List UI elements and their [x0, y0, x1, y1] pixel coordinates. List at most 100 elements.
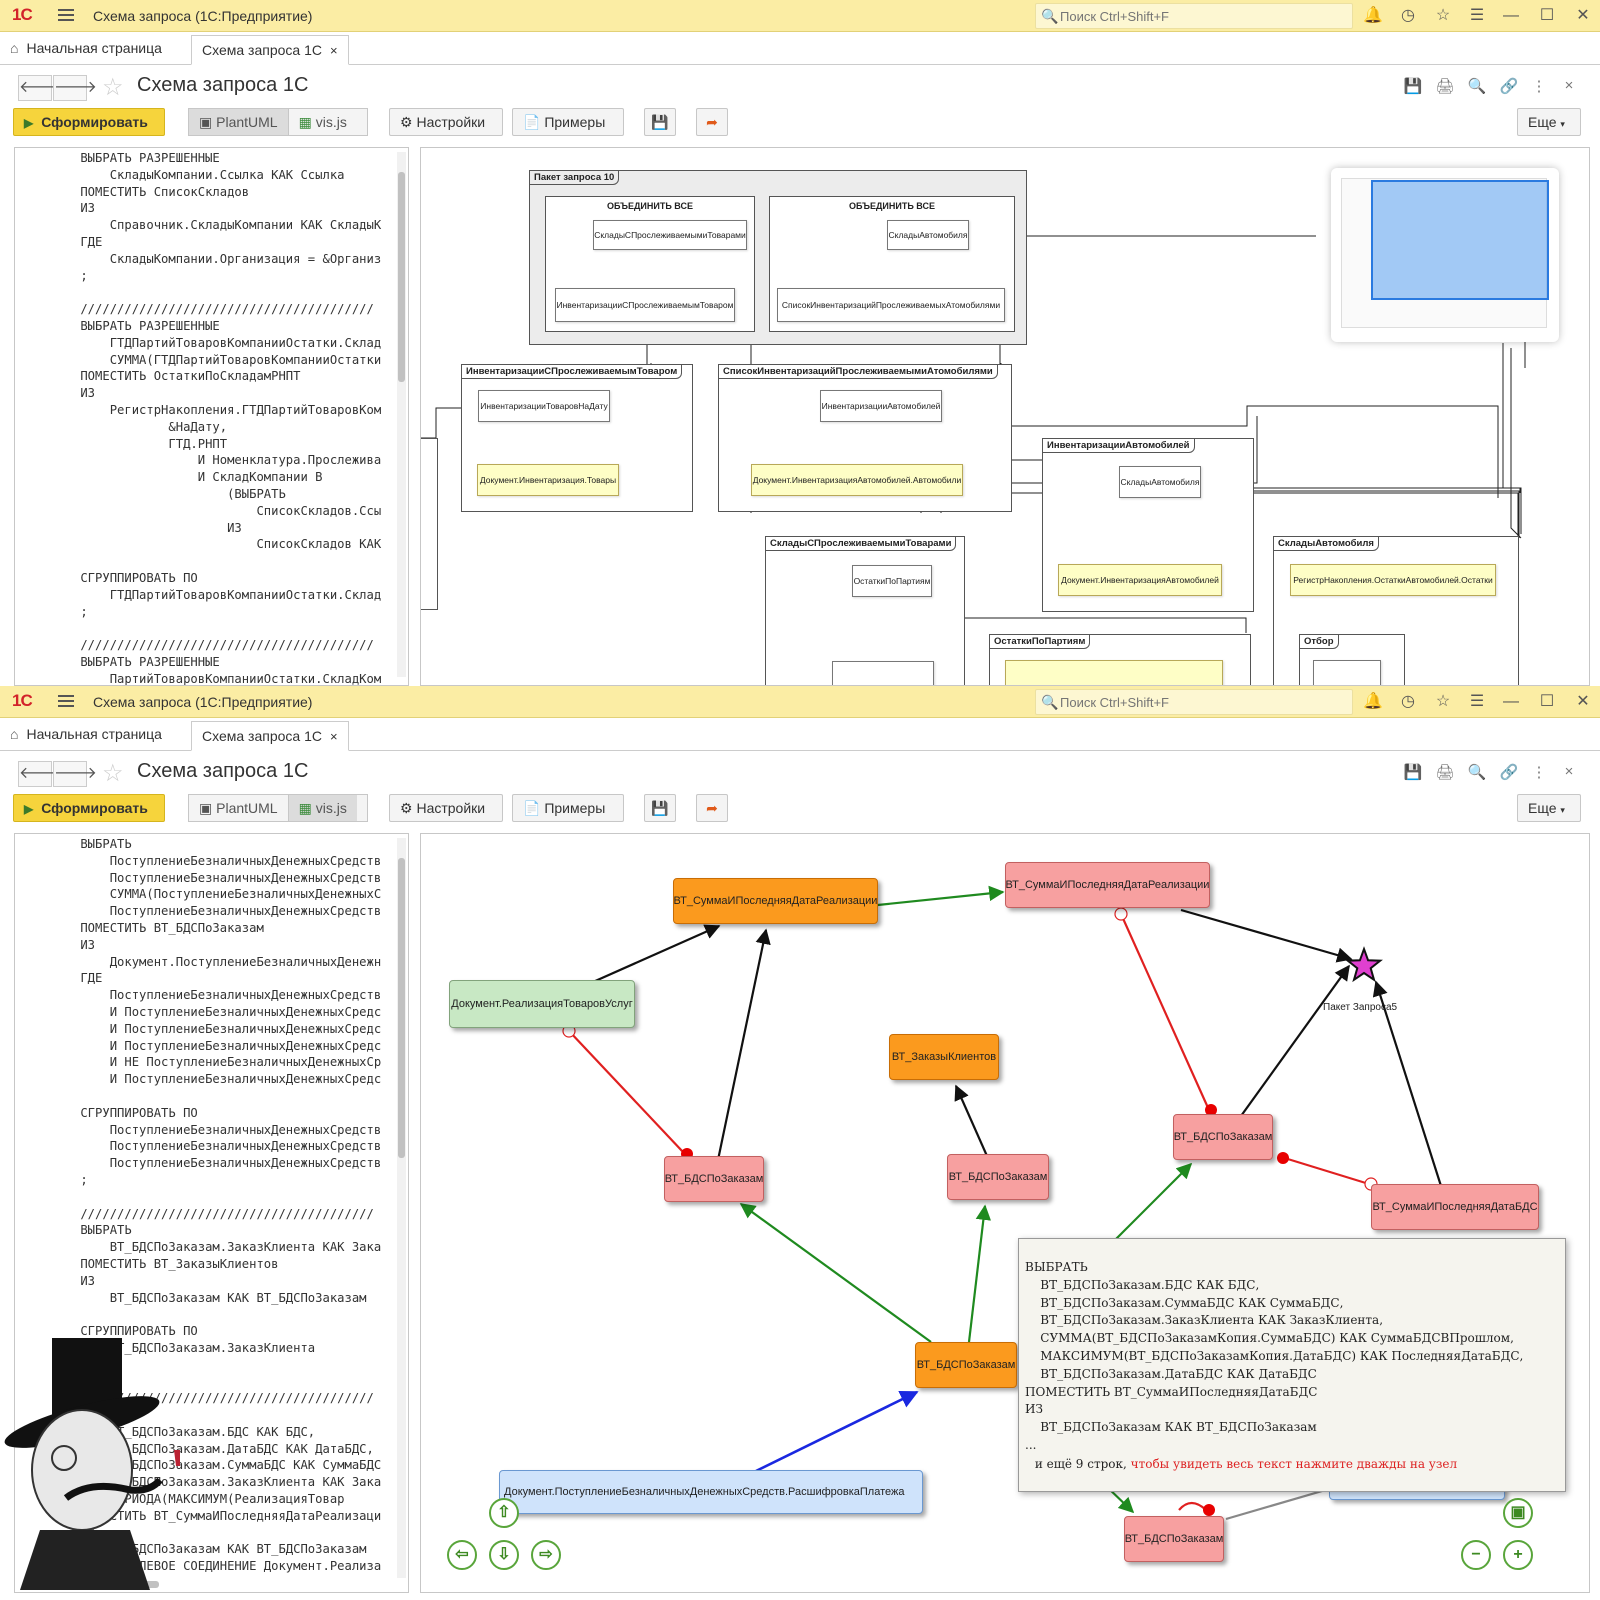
generate-button[interactable]: ▶Сформировать — [13, 108, 165, 136]
export-button[interactable]: ➦ — [696, 108, 728, 136]
tab-query-schema[interactable]: Схема запроса 1С× — [191, 35, 349, 65]
uml-node[interactable]: ИнвентаризацииТоваровНаДату — [478, 390, 610, 422]
minimize-icon[interactable]: — — [1503, 7, 1519, 24]
graph-node[interactable]: ВТ_СуммаИПоследняяДатаРеализации — [673, 878, 878, 924]
save-icon[interactable]: 💾 — [1403, 78, 1423, 95]
uml-node[interactable]: ОстаткиПоПартиям — [852, 565, 932, 597]
graph-node[interactable]: ВТ_БДСПоЗаказам — [1124, 1516, 1224, 1562]
uml-node[interactable]: ИнвентаризацииСПрослеживаемымТоваром — [555, 288, 735, 322]
more-button[interactable]: Еще ▾ — [1517, 794, 1581, 822]
favorite-star-icon[interactable]: ☆ — [102, 760, 124, 787]
menu-icon[interactable] — [58, 9, 74, 21]
graph-node[interactable]: ВТ_ЗаказыКлиентов — [889, 1034, 999, 1080]
export-button[interactable]: ➦ — [696, 794, 728, 822]
query-text-editor[interactable]: ВЫБРАТЬ ПоступлениеБезналичныхДенежныхСр… — [14, 833, 409, 1593]
mode-visjs[interactable]: ▦ vis.js — [287, 109, 357, 135]
save-diagram-button[interactable]: 💾 — [644, 794, 676, 822]
more-button[interactable]: Еще ▾ — [1517, 108, 1581, 136]
uml-node[interactable] — [832, 661, 934, 685]
package-wh-trace[interactable]: СкладыСПрослеживаемымиТоварами — [765, 536, 965, 685]
visjs-graph[interactable]: ВТ_СуммаИПоследняяДатаРеализации ВТ_Сумм… — [420, 833, 1590, 1593]
settings-menu-icon[interactable]: ☰ — [1469, 693, 1485, 710]
mode-visjs[interactable]: ▦ vis.js — [287, 795, 357, 821]
plantuml-diagram[interactable]: Пакет запроса 10 ОБЪЕДИНИТЬ ВСЕ ОБЪЕДИНИ… — [420, 147, 1590, 686]
menu-icon[interactable] — [58, 695, 74, 707]
print-icon[interactable]: 🖨 — [1435, 764, 1455, 781]
preview-icon[interactable]: 🔍 — [1467, 764, 1487, 781]
global-search[interactable]: 🔍 — [1035, 689, 1353, 715]
uml-node[interactable]: СкладыСПрослеживаемымиТоварами — [593, 220, 747, 250]
code-scrollbar[interactable] — [397, 838, 406, 1578]
uml-node[interactable]: СкладыАвтомобиля — [887, 220, 969, 250]
search-input[interactable] — [1060, 7, 1340, 25]
code-scrollbar[interactable] — [397, 152, 406, 677]
pan-down-button[interactable]: ⇩ — [489, 1540, 519, 1570]
favorite-star-icon[interactable]: ☆ — [102, 74, 124, 101]
tab-home[interactable]: ⌂Начальная страница — [10, 726, 162, 742]
save-diagram-button[interactable]: 💾 — [644, 108, 676, 136]
close-form-icon[interactable]: × — [1564, 763, 1574, 780]
render-mode-switch[interactable]: ▣ PlantUML ▦ vis.js — [188, 794, 368, 822]
graph-node[interactable]: ВТ_БДСПоЗаказам — [1173, 1114, 1273, 1160]
uml-node[interactable]: СкладыАвтомобиля — [1119, 466, 1201, 498]
uml-node[interactable]: Документ.ИнвентаризацияАвтомобилей.Автом… — [751, 464, 963, 496]
scroll-thumb[interactable] — [398, 172, 405, 382]
settings-button[interactable]: ⚙ Настройки — [389, 108, 503, 136]
pan-left-button[interactable]: ⇦ — [447, 1540, 477, 1570]
bell-icon[interactable]: 🔔 — [1363, 7, 1383, 24]
history-icon[interactable]: ◷ — [1401, 7, 1415, 24]
history-icon[interactable]: ◷ — [1401, 693, 1415, 710]
examples-button[interactable]: 📄 Примеры ▾ — [512, 108, 624, 155]
close-window-icon[interactable]: ✕ — [1576, 693, 1590, 710]
settings-button[interactable]: ⚙ Настройки — [389, 794, 503, 822]
more-vert-icon[interactable]: ⋮ — [1531, 78, 1547, 95]
graph-node[interactable]: Документ.ПоступлениеБезналичныхДенежныхС… — [499, 1470, 923, 1514]
scroll-thumb[interactable] — [398, 858, 405, 1158]
examples-button[interactable]: 📄 Примеры ▾ — [512, 794, 624, 841]
back-button[interactable]: 🡐 — [18, 761, 62, 787]
uml-node[interactable]: СписокИнвентаризацийПрослеживаемыхАтомоб… — [777, 288, 1005, 322]
close-window-icon[interactable]: ✕ — [1576, 7, 1590, 24]
uml-node[interactable] — [1005, 660, 1223, 685]
tab-home[interactable]: ⌂Начальная страница — [10, 40, 162, 56]
preview-icon[interactable]: 🔍 — [1467, 78, 1487, 95]
graph-node[interactable]: ВТ_БДСПоЗаказам — [915, 1342, 1017, 1388]
back-button[interactable]: 🡐 — [18, 75, 62, 101]
search-input[interactable] — [1060, 693, 1340, 711]
zoom-out-button[interactable]: − — [1461, 1540, 1491, 1570]
settings-menu-icon[interactable]: ☰ — [1469, 7, 1485, 24]
global-search[interactable]: 🔍 — [1035, 3, 1353, 29]
minimap-viewport[interactable] — [1371, 180, 1549, 300]
mode-plantuml[interactable]: ▣ PlantUML — [189, 795, 288, 821]
query-text-editor[interactable]: ВЫБРАТЬ РАЗРЕШЕННЫЕ СкладыКомпании.Ссылк… — [14, 147, 409, 686]
forward-button[interactable]: 🡒 — [53, 761, 97, 787]
link-icon[interactable]: 🔗 — [1499, 78, 1519, 95]
maximize-icon[interactable]: ☐ — [1539, 693, 1555, 710]
close-tab-icon[interactable]: × — [329, 43, 338, 58]
link-icon[interactable]: 🔗 — [1499, 764, 1519, 781]
graph-node[interactable]: ВТ_СуммаИПоследняяДатаБДС — [1371, 1184, 1539, 1230]
diagram-minimap[interactable] — [1331, 168, 1559, 342]
maximize-icon[interactable]: ☐ — [1539, 7, 1555, 24]
zoom-in-button[interactable]: + — [1503, 1540, 1533, 1570]
minimize-icon[interactable]: — — [1503, 693, 1519, 710]
graph-node[interactable]: Документ.РеализацияТоваровУслуг — [449, 980, 635, 1028]
mode-plantuml[interactable]: ▣ PlantUML — [189, 109, 288, 135]
bell-icon[interactable]: 🔔 — [1363, 693, 1383, 710]
uml-node[interactable]: ИнвентаризацииАвтомобилей — [820, 390, 942, 422]
favorites-star-icon[interactable]: ☆ — [1435, 693, 1451, 710]
fit-view-button[interactable]: ▣ — [1503, 1498, 1533, 1528]
pan-up-button[interactable]: ⇧ — [489, 1498, 519, 1528]
uml-node[interactable] — [1313, 660, 1381, 685]
uml-node[interactable]: РегистрНакопления.ОстаткиАвтомобилей.Ост… — [1290, 564, 1496, 596]
generate-button[interactable]: ▶Сформировать — [13, 794, 165, 822]
graph-node[interactable]: ВТ_БДСПоЗаказам — [947, 1154, 1049, 1200]
pan-right-button[interactable]: ⇨ — [531, 1540, 561, 1570]
close-tab-icon[interactable]: × — [329, 729, 338, 744]
uml-node[interactable]: Документ.Инвентаризация.Товары — [477, 464, 619, 496]
tab-query-schema[interactable]: Схема запроса 1С× — [191, 721, 349, 751]
forward-button[interactable]: 🡒 — [53, 75, 97, 101]
print-icon[interactable]: 🖨 — [1435, 78, 1455, 95]
favorites-star-icon[interactable]: ☆ — [1435, 7, 1451, 24]
uml-node[interactable]: Документ.ИнвентаризацияАвтомобилей — [1058, 564, 1222, 596]
